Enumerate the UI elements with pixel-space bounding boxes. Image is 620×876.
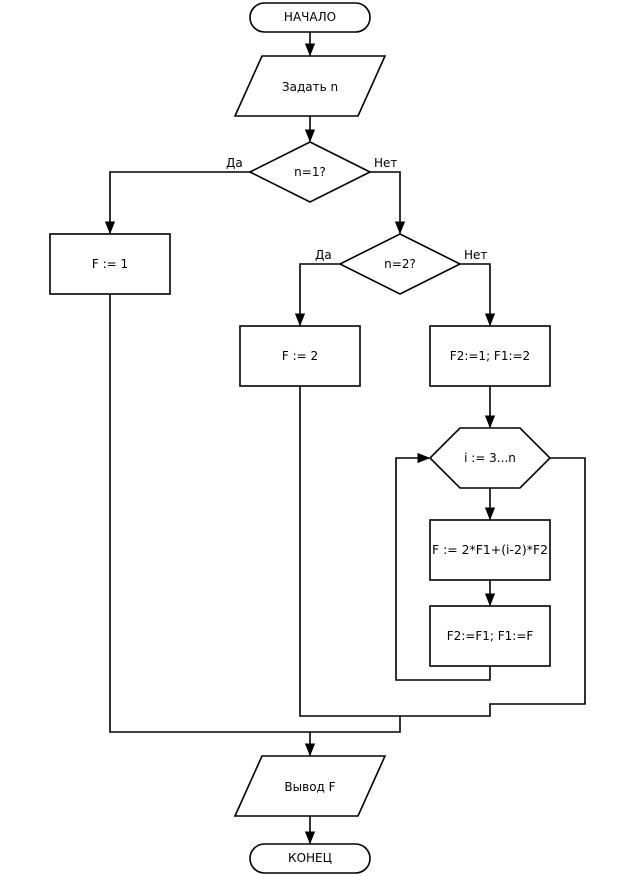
arrow-cond2-no <box>460 263 496 327</box>
loop-node: i := 3...n <box>428 427 552 489</box>
f2-node: F := 2 <box>239 325 361 387</box>
output-label: Вывод F <box>284 780 335 794</box>
arrow-cond1-yes <box>104 171 250 235</box>
init-node: F2:=1; F1:=2 <box>429 325 551 387</box>
calc-node: F := 2*F1+(i-2)*F2 <box>429 519 551 581</box>
f2-label: F := 2 <box>282 349 318 363</box>
cond1-label: n=1? <box>294 165 326 179</box>
start-node: НАЧАЛО <box>249 2 371 33</box>
input-label: Задать n <box>282 80 338 94</box>
input-node: Задать n <box>233 55 387 117</box>
cond2-node: n=2? <box>338 233 462 295</box>
arrow-cond2-yes <box>294 263 340 327</box>
f1-node: F := 1 <box>49 233 171 295</box>
connectors <box>104 32 586 845</box>
shift-label: F2:=F1; F1:=F <box>447 629 534 643</box>
loop-exit-line <box>299 386 586 717</box>
init-label: F2:=1; F1:=2 <box>450 349 530 363</box>
arrow-cond1-no <box>370 171 406 235</box>
cond1-yes-label: Да <box>226 156 243 170</box>
cond2-no-label: Нет <box>464 248 487 262</box>
loop-back-line <box>395 452 491 681</box>
loop-label: i := 3...n <box>464 451 516 465</box>
cond1-no-label: Нет <box>374 156 397 170</box>
calc-label: F := 2*F1+(i-2)*F2 <box>432 543 548 557</box>
cond2-label: n=2? <box>384 257 416 271</box>
end-label: КОНЕЦ <box>288 851 332 865</box>
output-node: Вывод F <box>233 755 387 817</box>
cond1-node: n=1? <box>248 141 372 203</box>
end-node: КОНЕЦ <box>249 843 371 874</box>
start-label: НАЧАЛО <box>284 10 336 24</box>
cond2-yes-label: Да <box>315 248 332 262</box>
shift-node: F2:=F1; F1:=F <box>429 605 551 667</box>
f1-label: F := 1 <box>92 257 128 271</box>
f1-merge-line <box>109 294 401 733</box>
